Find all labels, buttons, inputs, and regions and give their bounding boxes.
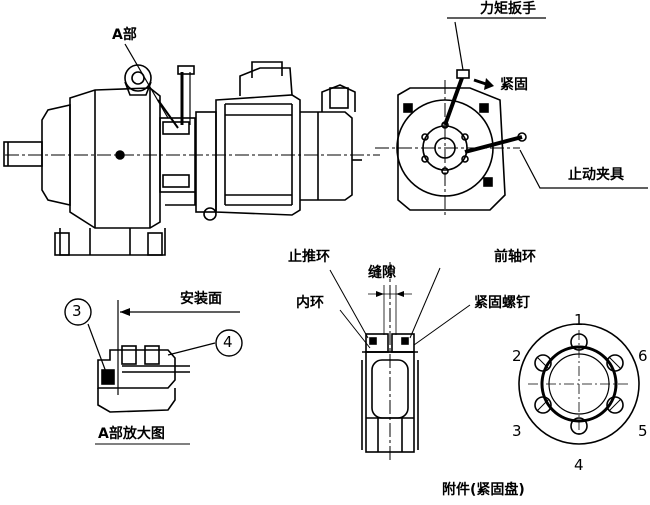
inner-ring-label: 内环 bbox=[296, 295, 324, 311]
bolt-number-5: 5 bbox=[638, 422, 648, 440]
thrust-ring-label: 止推环 bbox=[288, 249, 330, 265]
shrink-disc-section bbox=[329, 262, 471, 460]
bolt-number-4: 4 bbox=[574, 456, 584, 474]
end-view-assembly bbox=[375, 21, 648, 215]
bolt-number-3: 3 bbox=[512, 422, 522, 440]
callout-3: 3 bbox=[72, 302, 82, 320]
mount-face-label: 安装面 bbox=[180, 291, 222, 307]
tighten-label: 紧固 bbox=[500, 77, 528, 93]
bolt-number-2: 2 bbox=[512, 347, 522, 365]
a-part-label: A部 bbox=[112, 27, 137, 43]
bolt-number-6: 6 bbox=[638, 347, 648, 365]
a-part-leader bbox=[124, 43, 169, 119]
bolt-number-1: 1 bbox=[574, 311, 584, 329]
set-screw-label: 紧固螺钉 bbox=[474, 295, 530, 311]
reducer-motor-assembly bbox=[3, 61, 380, 256]
stop-clamp-label: 止动夹具 bbox=[568, 167, 624, 183]
a-part-enlarged-label: A部放大图 bbox=[98, 426, 165, 442]
a-part-detail bbox=[64, 298, 243, 445]
accessory-disc bbox=[518, 323, 640, 445]
callout-4: 4 bbox=[223, 333, 233, 351]
accessory-label: 附件(紧固盘) bbox=[442, 482, 525, 498]
front-shaft-ring-label: 前轴环 bbox=[494, 249, 536, 265]
torque-wrench-label: 力矩扳手 bbox=[480, 1, 536, 17]
gap-label: 缝隙 bbox=[368, 265, 396, 281]
